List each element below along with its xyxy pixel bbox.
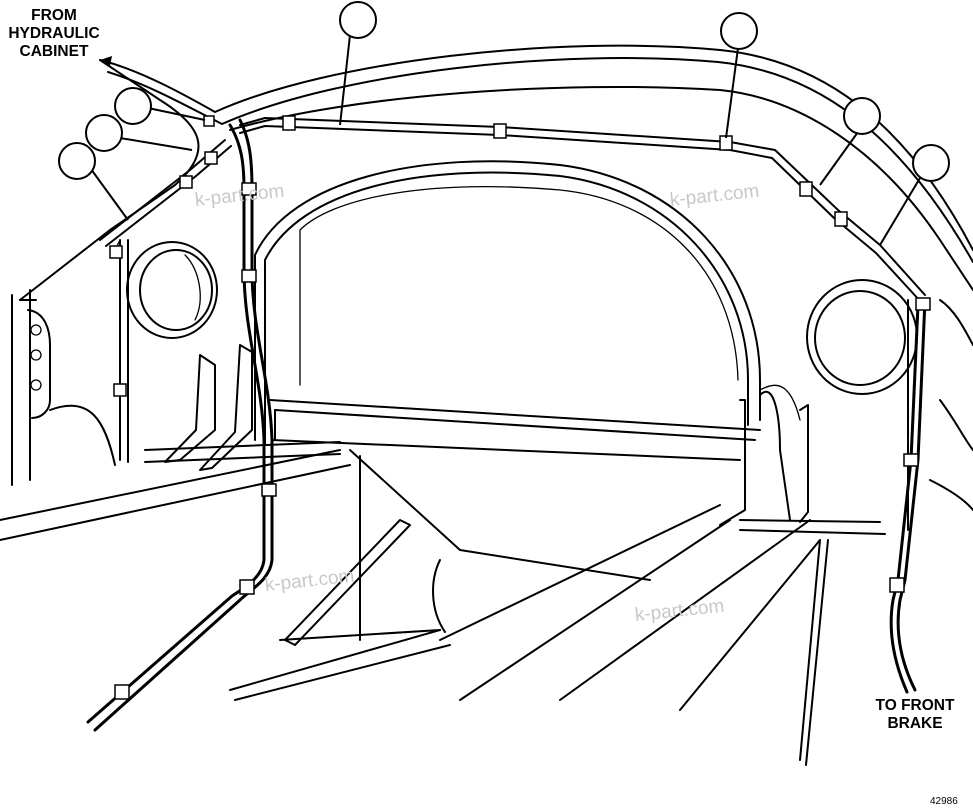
callout-balloon xyxy=(114,87,152,125)
callout-balloon xyxy=(339,1,377,39)
clip xyxy=(915,297,931,311)
clip xyxy=(889,577,905,593)
right-side-wall xyxy=(806,279,973,531)
clip xyxy=(113,383,127,397)
floor-structure xyxy=(0,399,886,711)
clip xyxy=(204,151,218,165)
clip xyxy=(903,453,919,467)
clip xyxy=(493,123,507,139)
center-window-arch xyxy=(254,160,809,526)
clip xyxy=(282,115,296,131)
callout-balloon xyxy=(912,144,950,182)
cabinet-arrow xyxy=(100,56,112,66)
callout-balloon xyxy=(720,12,758,50)
tube-clips xyxy=(109,115,931,700)
clip xyxy=(203,115,215,127)
callout-balloon xyxy=(58,142,96,180)
figure-number: 42986 xyxy=(930,796,958,807)
clip xyxy=(834,211,848,227)
clip xyxy=(239,579,255,595)
clip xyxy=(261,483,277,497)
clip xyxy=(109,245,123,259)
to-front-brake-label: TO FRONT BRAKE xyxy=(875,697,955,732)
brake-line-tubes xyxy=(86,117,927,766)
left-side-wall xyxy=(11,59,218,486)
clip xyxy=(114,684,130,700)
clip xyxy=(799,181,813,197)
clip xyxy=(179,175,193,189)
clip xyxy=(719,135,733,151)
callout-balloon xyxy=(843,97,881,135)
callouts xyxy=(58,1,950,246)
left-pillar-brackets xyxy=(144,344,341,471)
callout-balloon xyxy=(85,114,123,152)
from-hydraulic-cabinet-label: FROM HYDRAULIC CABINET xyxy=(8,7,100,60)
clip xyxy=(241,269,257,283)
clip xyxy=(241,182,257,196)
cab-roof-arch xyxy=(99,44,973,291)
